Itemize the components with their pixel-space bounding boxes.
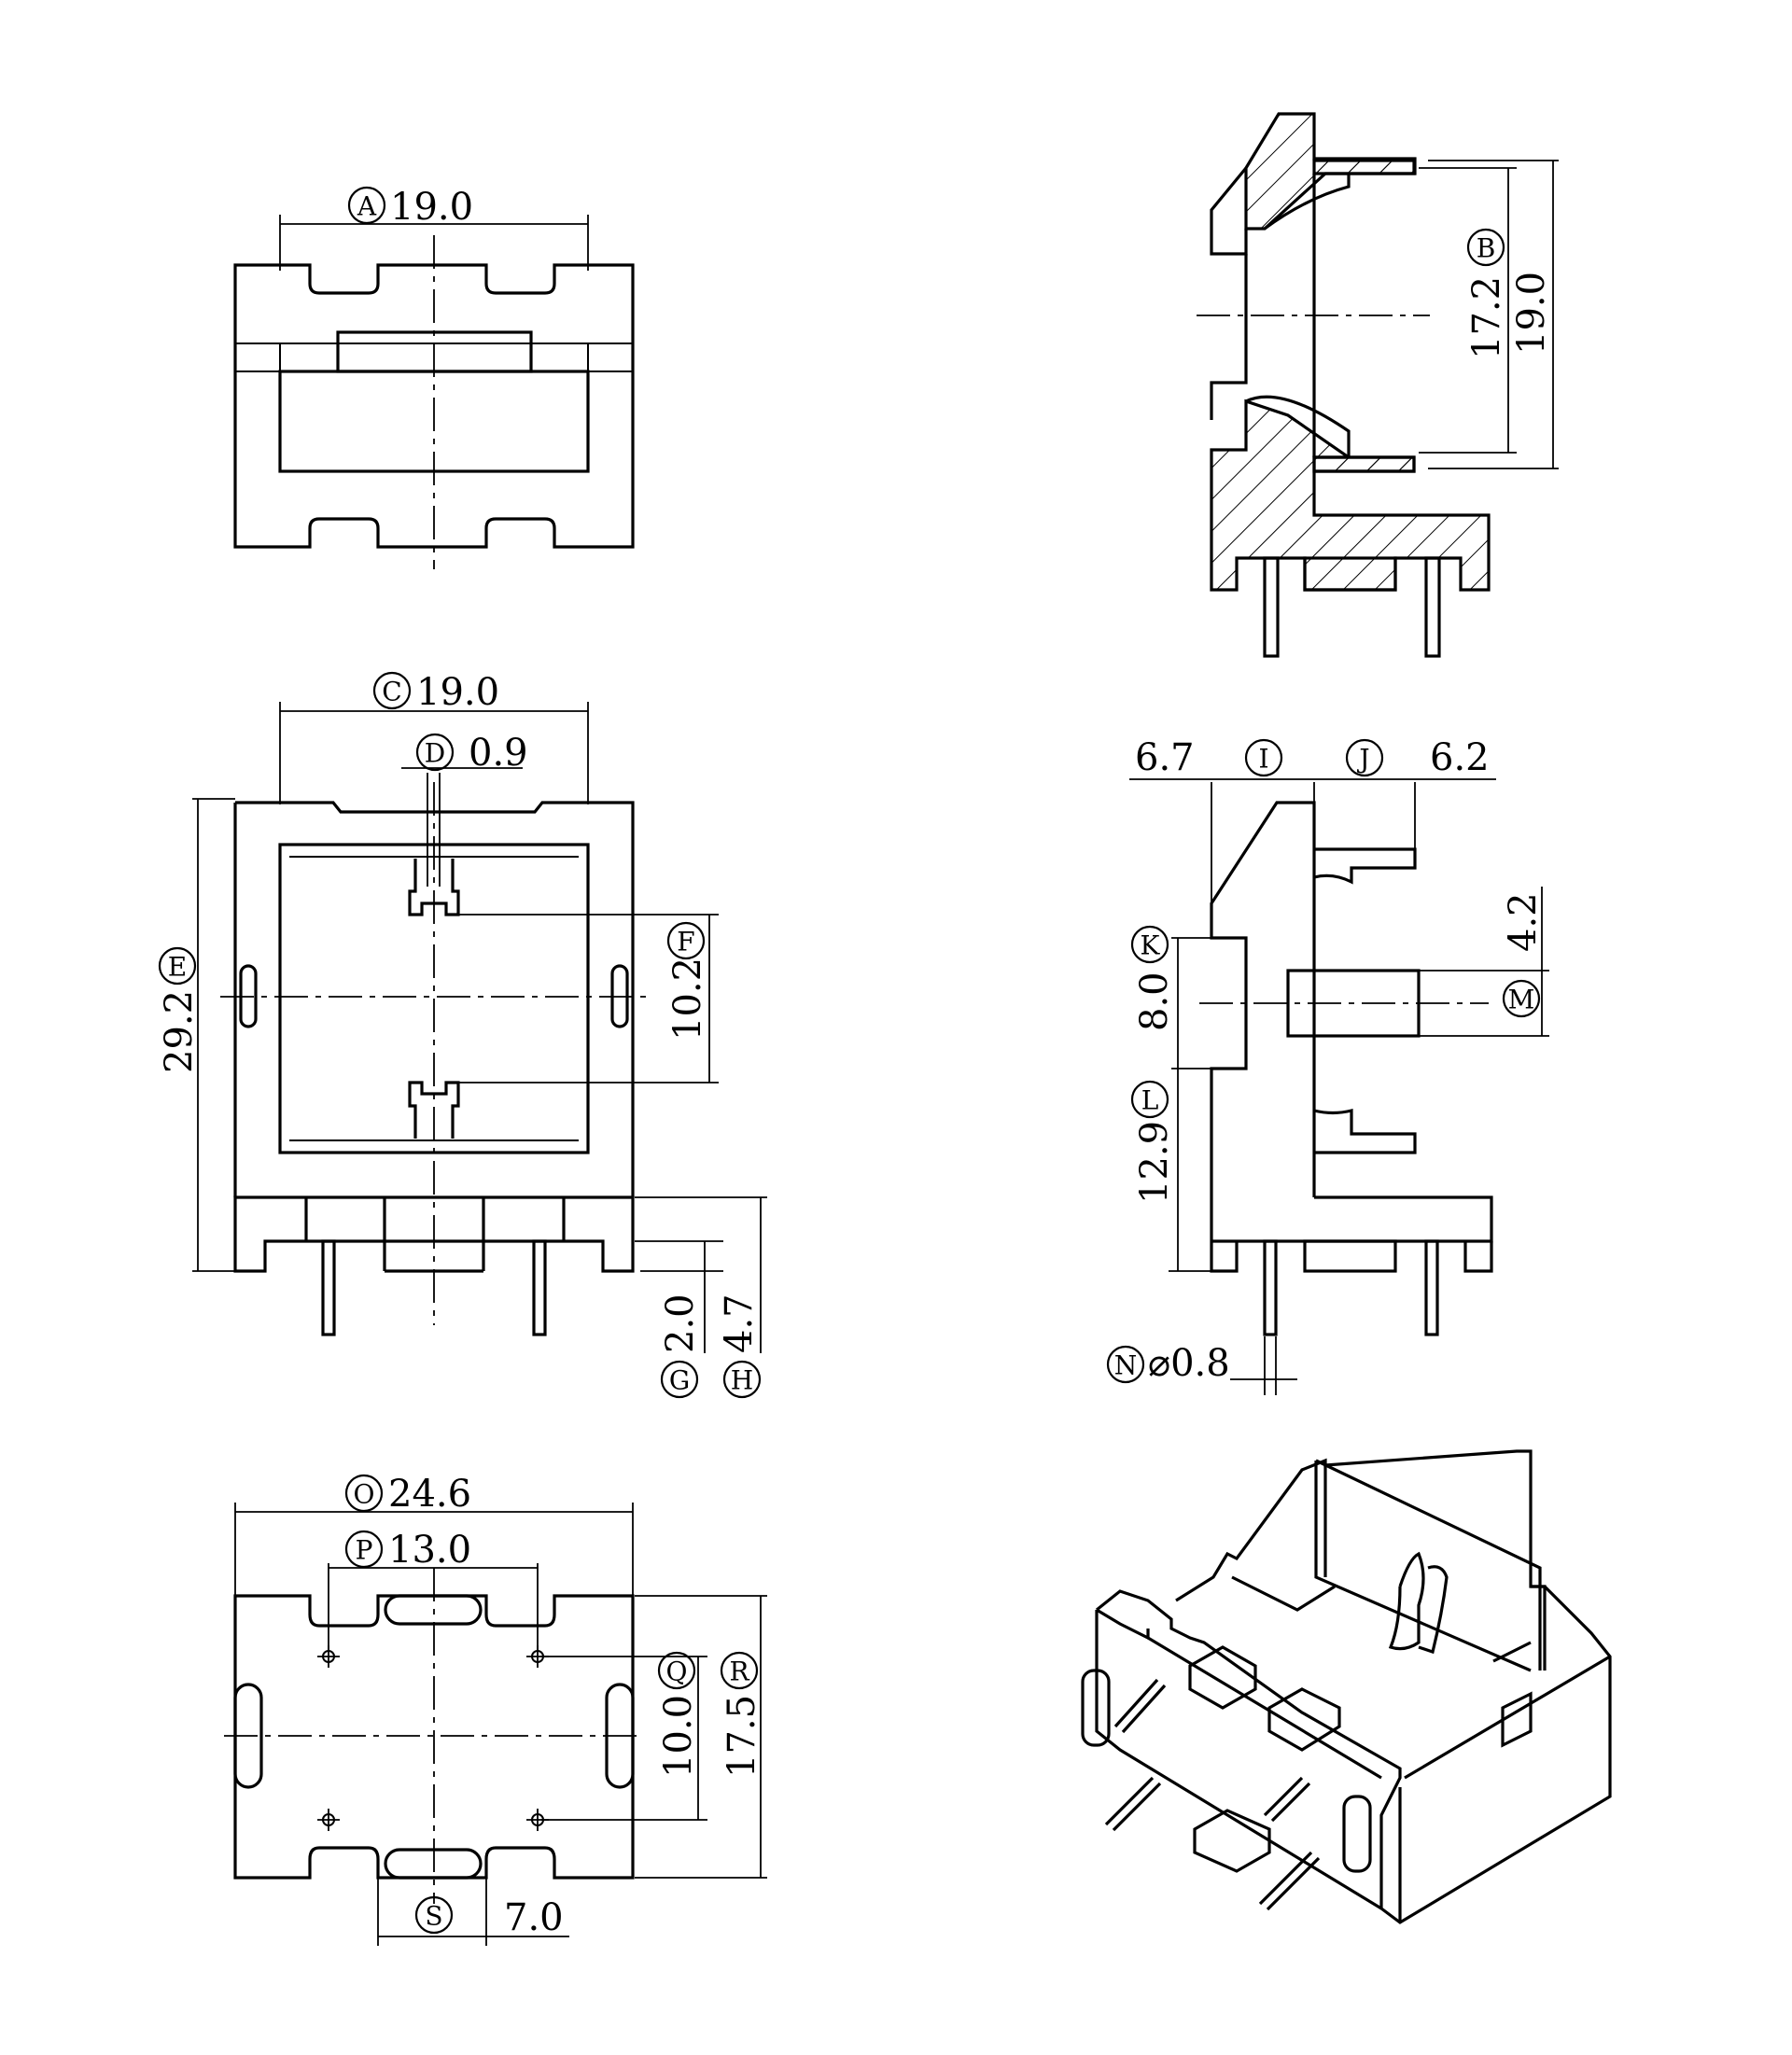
dim-R-letter: R [729, 1657, 749, 1687]
dim-I-label: 6.7 I [1135, 736, 1283, 779]
dim-K-letter: K [1141, 930, 1161, 961]
dim-H-value: 4.7 [718, 1293, 761, 1353]
dim-D-label: D 0.9 [415, 732, 528, 775]
dim-M-value: 4.2 [1502, 892, 1545, 952]
dim-O-letter: O [354, 1479, 375, 1510]
dim-F-label: F 10.2 [666, 921, 709, 1041]
dim-O-value: 24.6 [388, 1473, 471, 1516]
dim-K-value: 8.0 [1133, 972, 1176, 1031]
dim-A-letter: A [357, 191, 377, 222]
dim-I-value: 6.7 [1135, 736, 1195, 779]
dim-C-value: 19.0 [416, 671, 499, 714]
isometric-view [1081, 1449, 1612, 1924]
dim-R-label: R 17.5 [720, 1651, 763, 1778]
dim-I-letter: I [1258, 744, 1268, 775]
dim-B-value: 17.2 [1465, 276, 1508, 359]
dim-E-letter: E [168, 952, 187, 983]
dim-S-value: 7.0 [504, 1896, 564, 1939]
bottom-view: O 24.6 P 13.0 Q 10.0 R 17.5 [224, 1473, 767, 1946]
dim-O-label: O 24.6 [344, 1473, 471, 1516]
dim-K-label: K 8.0 [1130, 925, 1176, 1031]
dim-G-label: 2.0 G [659, 1293, 702, 1399]
dim-J-value: 6.2 [1430, 736, 1490, 779]
pin-holes [317, 1645, 549, 1831]
dim-D-value: 0.9 [469, 732, 528, 775]
dim-B-letter: B [1477, 233, 1496, 264]
dim-M-letter: M [1508, 985, 1535, 1015]
dim-F-value: 10.2 [666, 958, 709, 1041]
dim-A-label: A 19.0 [347, 186, 473, 229]
dim-G-value: 2.0 [659, 1293, 702, 1353]
dim-J-letter: J [1356, 744, 1369, 775]
dim-C-letter: C [382, 677, 401, 707]
dim-N-letter: N [1114, 1350, 1138, 1381]
dim-S-label: S 7.0 [414, 1895, 564, 1939]
dim-J-label: J 6.2 [1345, 736, 1490, 779]
dim-P-value: 13.0 [388, 1529, 471, 1572]
dim-H-letter: H [731, 1365, 753, 1396]
dim-L-letter: L [1141, 1085, 1159, 1116]
front-view: C 19.0 D 0.9 E 29.2 F 10.2 [158, 671, 767, 1399]
dim-L-value: 12.9 [1133, 1121, 1176, 1204]
dim-L-label: L 12.9 [1130, 1080, 1176, 1204]
dim-D-letter: D [425, 738, 445, 769]
dim-Q-value: 10.0 [657, 1695, 700, 1778]
dim-R-value: 17.5 [721, 1695, 763, 1778]
dim-A-value: 19.0 [390, 186, 473, 229]
dim-N-value: ⌀0.8 [1148, 1342, 1230, 1385]
side-view: 6.7 I J 6.2 K 8.0 L 12.9 4.2 [1106, 736, 1549, 1395]
dim-B-label: B 17.2 19.0 [1465, 228, 1553, 359]
dim-Q-letter: Q [666, 1657, 688, 1687]
top-view: A 19.0 [233, 186, 635, 569]
dim-N-label: N ⌀0.8 [1106, 1342, 1230, 1385]
dim-S-letter: S [425, 1901, 442, 1932]
dim-G-letter: G [669, 1365, 690, 1396]
dim-B-overall-value: 19.0 [1510, 272, 1553, 355]
dim-F-letter: F [677, 927, 694, 958]
dim-E-value: 29.2 [158, 990, 201, 1073]
dim-M-label: 4.2 M [1502, 892, 1545, 1018]
section-view: B 17.2 19.0 [1197, 112, 1559, 658]
dim-P-letter: P [356, 1535, 373, 1566]
dim-P-label: P 13.0 [344, 1529, 471, 1572]
dim-C-label: C 19.0 [372, 671, 499, 714]
dim-H-label: 4.7 H [718, 1293, 762, 1399]
dim-Q-label: Q 10.0 [657, 1651, 700, 1778]
dim-E-label: E 29.2 [158, 946, 201, 1073]
